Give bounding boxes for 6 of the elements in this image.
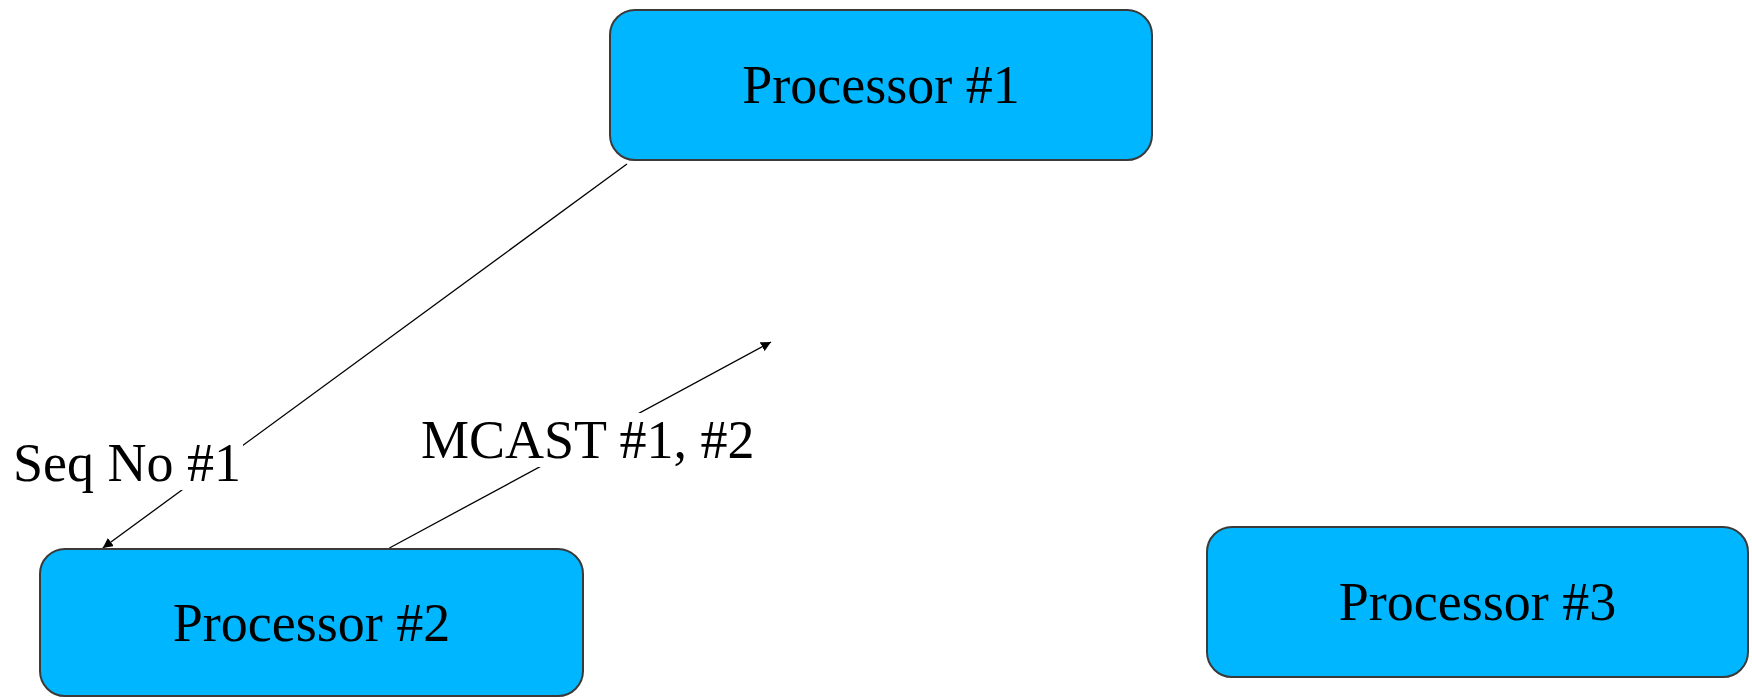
process-box [1206,526,1749,678]
box-label: Processor #2 [172,591,451,654]
process-box [39,548,584,697]
process-box [609,9,1153,161]
box-label: Processor #3 [1338,571,1617,633]
box-label: Processor #1 [742,54,1020,116]
